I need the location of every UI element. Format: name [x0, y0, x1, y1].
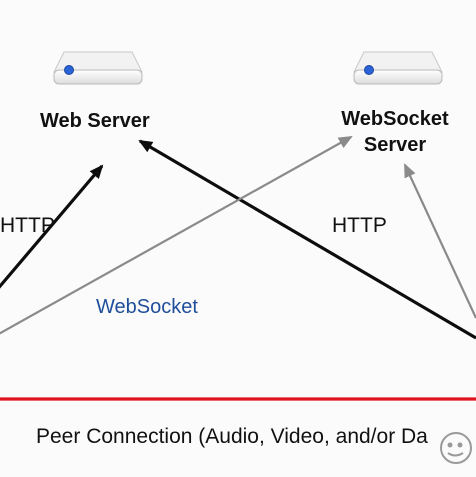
http-right-label: HTTP — [332, 214, 387, 237]
watermark-icon — [440, 432, 472, 464]
http-arrow-left — [0, 164, 104, 289]
server-icon — [53, 51, 143, 85]
http-arrow-right — [138, 139, 476, 340]
http-left-label: HTTP — [0, 214, 55, 237]
websocket-server-label: WebSocket Server — [330, 106, 460, 158]
websocket-server-label-line2: Server — [363, 134, 427, 156]
websocket-server-label-line1: WebSocket — [341, 108, 449, 130]
websocket-arrow-left — [0, 136, 353, 335]
peer-connection-label: Peer Connection (Audio, Video, and/or Da — [36, 425, 428, 448]
websocket-label: WebSocket — [96, 296, 198, 318]
server-icon — [353, 51, 443, 85]
web-server-label: Web Server — [40, 110, 150, 132]
websocket-arrow-right — [404, 163, 476, 319]
